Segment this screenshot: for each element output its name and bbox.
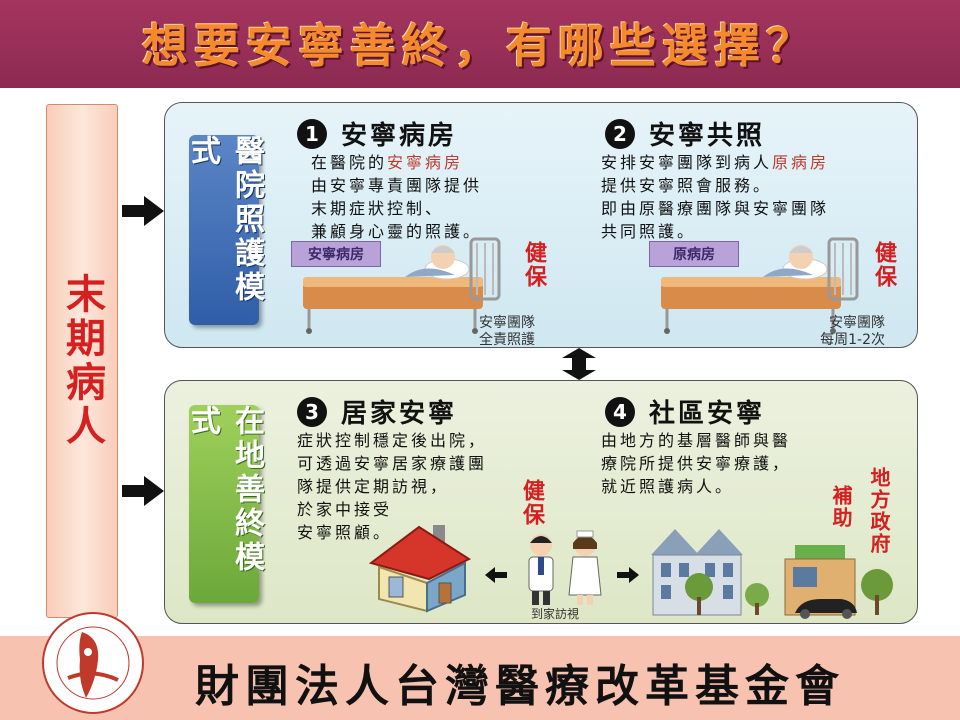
- hospital-bed-icon: [303, 237, 501, 334]
- arrow-right-icon: [617, 567, 639, 583]
- header-banner: 想要安寧善終，有哪些選擇？: [0, 0, 960, 88]
- section-1-description: 在醫院的安寧病房 由安寧專責團隊提供 末期症狀控制、 兼顧身心靈的照護。: [311, 151, 482, 243]
- foundation-logo-icon: [42, 612, 144, 714]
- section-title: 安寧病房: [341, 121, 458, 151]
- section-3-heading: 3 居家安寧: [297, 393, 457, 430]
- foundation-name: 財團法人台灣醫療改革基金會: [195, 661, 845, 712]
- desc-line: 在醫院的: [311, 153, 388, 172]
- desc-line: 由安寧專責團隊提供: [311, 176, 483, 195]
- section-2-caption: 安寧團隊 每周1-2次: [777, 315, 885, 349]
- desc-line: 安排安寧團隊到病人: [601, 153, 773, 172]
- doctor-nurse-icon: [528, 530, 602, 605]
- ward-tag: 安寧病房: [291, 241, 381, 267]
- page-title: 想要安寧善終，有哪些選擇？: [142, 19, 818, 73]
- number-badge: 2: [605, 118, 635, 149]
- insurance-label: 健保: [521, 241, 546, 289]
- community-mode-text: 在地善終模式: [185, 405, 264, 575]
- patient-label: 末期病人: [59, 273, 105, 449]
- section-title: 安寧共照: [649, 121, 766, 151]
- hospital-mode-label: 醫院照護模式: [185, 135, 264, 325]
- subsidy-label: 補助: [829, 485, 853, 529]
- community-buildings-icon: [651, 529, 893, 619]
- desc-line: 安寧照顧。: [297, 523, 393, 542]
- double-arrow-icon: [562, 348, 596, 380]
- caption-line: 安寧團隊: [479, 315, 535, 331]
- desc-line: 提供安寧照會服務。: [601, 176, 773, 195]
- desc-line: 症狀控制穩定後出院，: [297, 431, 488, 450]
- caption-line: 安寧團隊: [829, 315, 885, 331]
- arrow-right-icon: [122, 196, 164, 226]
- section-2-description: 安排安寧團隊到病人原病房 提供安寧照會服務。 即由原醫療團隊與安寧團隊 共同照護…: [601, 151, 829, 243]
- community-mode-label: 在地善終模式: [185, 405, 264, 603]
- desc-line: 即由原醫療團隊與安寧團隊: [601, 199, 830, 218]
- desc-line: 兼顧身心靈的照護。: [311, 222, 483, 241]
- section-3-description: 症狀控制穩定後出院， 可透過安寧居家療護團 隊提供定期訪視， 於家中接受 安寧照…: [297, 429, 487, 544]
- patient-bar: 末期病人: [46, 104, 118, 618]
- desc-line: 可透過安寧居家療護團: [297, 454, 488, 473]
- house-icon: [368, 525, 472, 613]
- home-visit-caption: 到家訪視: [531, 607, 580, 621]
- hospital-bed-icon: [661, 237, 859, 334]
- desc-line: 末期症狀控制、: [311, 199, 445, 218]
- caption-line: 每周1-2次: [820, 332, 885, 348]
- section-title: 社區安寧: [649, 399, 766, 429]
- caption-line: 全責照護: [479, 332, 535, 348]
- desc-line: 於家中接受: [297, 500, 393, 519]
- footer: 財團法人台灣醫療改革基金會: [0, 612, 960, 720]
- desc-line: 就近照護病人。: [601, 477, 735, 496]
- highlight-text: 原病房: [772, 153, 830, 172]
- arrow-right-icon: [122, 476, 164, 506]
- insurance-label: 健保: [519, 479, 544, 527]
- arrow-left-icon: [485, 567, 507, 583]
- number-badge: 3: [297, 396, 327, 427]
- number-badge: 1: [297, 118, 327, 149]
- desc-line: 由地方的基層醫師與醫: [601, 431, 792, 450]
- section-4-description: 由地方的基層醫師與醫 療院所提供安寧療護， 就近照護病人。: [601, 429, 791, 498]
- insurance-label: 健保: [871, 241, 896, 289]
- desc-line: 隊提供定期訪視，: [297, 477, 450, 496]
- section-2-heading: 2 安寧共照: [605, 115, 765, 152]
- number-badge: 4: [605, 396, 635, 427]
- hospital-care-panel: 醫院照護模式 1 安寧病房 在醫院的安寧病房 由安寧專責團隊提供 末期症狀控制、…: [164, 102, 918, 348]
- desc-line: 療院所提供安寧療護，: [601, 454, 792, 473]
- hospital-mode-text: 醫院照護模式: [185, 135, 264, 305]
- ward-tag: 原病房: [649, 241, 739, 267]
- community-care-panel: 在地善終模式 3 居家安寧 症狀控制穩定後出院， 可透過安寧居家療護團 隊提供定…: [164, 380, 918, 624]
- section-1-caption: 安寧團隊 全責照護: [431, 315, 535, 349]
- section-title: 居家安寧: [341, 399, 458, 429]
- desc-line: 共同照護。: [601, 222, 697, 241]
- section-4-heading: 4 社區安寧: [605, 393, 765, 430]
- section-1-heading: 1 安寧病房: [297, 115, 457, 152]
- highlight-text: 安寧病房: [387, 153, 464, 172]
- local-government-label: 地方政府: [867, 467, 891, 555]
